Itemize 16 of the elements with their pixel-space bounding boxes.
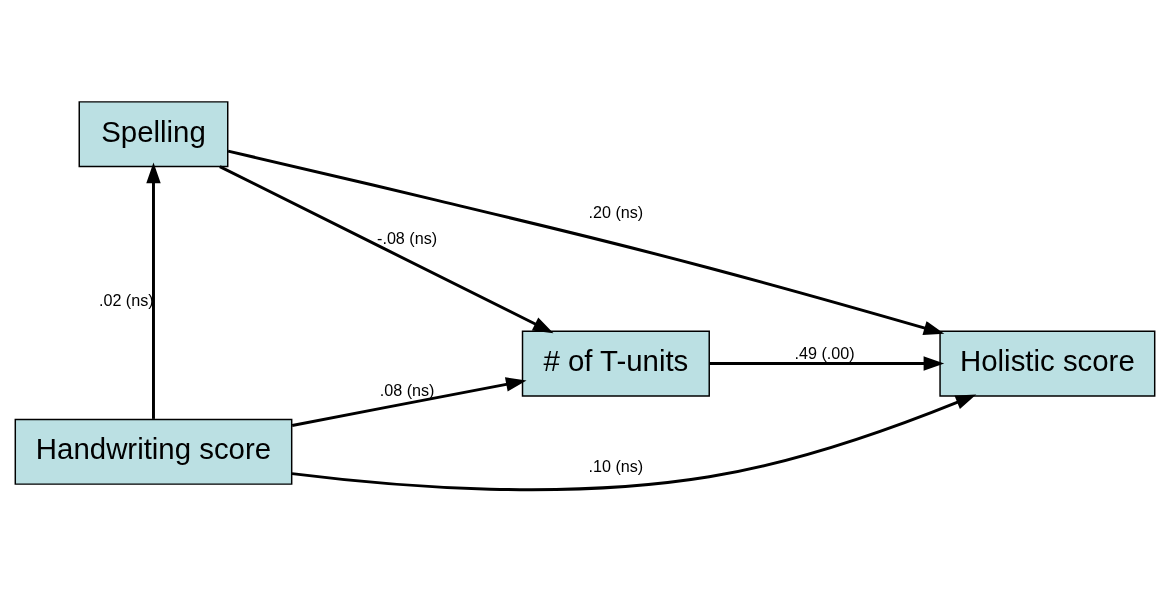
arrow xyxy=(709,356,945,371)
edge-label: .08 (ns) xyxy=(379,380,435,399)
edge-label: .49 (.00) xyxy=(794,343,855,362)
arrow xyxy=(146,162,161,419)
edge-label: .02 (ns) xyxy=(98,290,154,309)
node-box: Holistic score xyxy=(939,330,1156,397)
node-box: Handwriting score xyxy=(14,418,293,485)
node-box: # of T-units xyxy=(521,330,710,397)
edge-label: -.08 (ns) xyxy=(377,229,438,248)
edge-label: .20 (ns) xyxy=(588,202,644,221)
arrow xyxy=(291,394,977,492)
edge-label: .10 (ns) xyxy=(588,457,644,476)
node-box: Spelling xyxy=(78,101,229,168)
arrow xyxy=(219,165,554,334)
arrow xyxy=(227,149,945,335)
arrow xyxy=(291,377,527,427)
